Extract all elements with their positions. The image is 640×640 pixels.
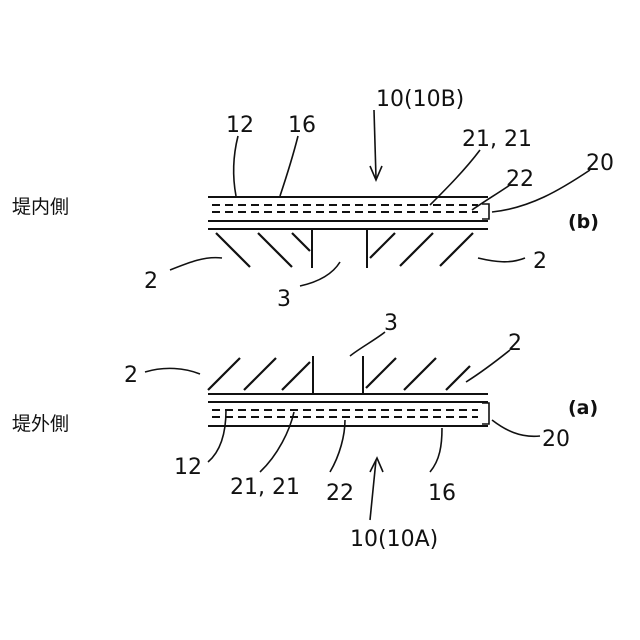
- label-10b: 10(10B): [376, 87, 464, 112]
- b-leader-3: [300, 262, 340, 286]
- a-arrow-10a-head: [370, 458, 383, 472]
- a-leader-16: [430, 428, 442, 472]
- figure-a: 3 2 2 堤外側 (a) 20 12 21, 21 22 16 10(10A): [12, 311, 598, 552]
- b-bracket-20: [482, 204, 489, 219]
- b-leader-12: [234, 136, 238, 196]
- a-leader-22: [330, 420, 345, 472]
- a-hatch: [446, 366, 470, 390]
- label-2-a-right: 2: [508, 331, 522, 356]
- b-leader-2-right: [478, 258, 525, 262]
- label-21-a: 21, 21: [230, 475, 300, 500]
- label-10a: 10(10A): [350, 527, 438, 552]
- a-hatch: [404, 358, 436, 390]
- label-12-b: 12: [226, 113, 254, 138]
- label-21-b: 21, 21: [462, 127, 532, 152]
- label-22-b: 22: [506, 167, 534, 192]
- b-hatch: [370, 233, 395, 258]
- label-20-a: 20: [542, 427, 570, 452]
- label-20-b: 20: [586, 151, 614, 176]
- label-inner-side: 堤内側: [12, 196, 69, 218]
- label-outer-side: 堤外側: [12, 413, 69, 435]
- label-16-b: 16: [288, 113, 316, 138]
- label-12-a: 12: [174, 455, 202, 480]
- a-bracket-20: [482, 403, 489, 424]
- label-3-a: 3: [384, 311, 398, 336]
- a-leader-2-right: [466, 350, 510, 382]
- b-leader-16: [280, 136, 298, 196]
- label-2-b-left: 2: [144, 269, 158, 294]
- b-hatch: [216, 233, 250, 267]
- label-sub-b: (b): [568, 211, 599, 233]
- b-hatch: [292, 233, 310, 251]
- label-2-b-right: 2: [533, 249, 547, 274]
- label-22-a: 22: [326, 481, 354, 506]
- a-hatch: [244, 358, 276, 390]
- label-16-a: 16: [428, 481, 456, 506]
- a-leader-2-left: [145, 368, 200, 374]
- a-hatch: [282, 362, 310, 390]
- label-2-a-left: 2: [124, 363, 138, 388]
- b-hatch: [258, 233, 292, 267]
- a-leader-3: [350, 332, 385, 356]
- label-3-b: 3: [277, 287, 291, 312]
- a-leader-21: [260, 412, 294, 472]
- a-leader-20: [492, 420, 540, 436]
- b-hatch: [400, 233, 433, 266]
- b-hatch: [440, 233, 473, 266]
- figure-b: 10(10B) 12 16 21, 21 22 20 2 2 3 堤内側 (b): [12, 87, 614, 312]
- a-hatch: [366, 358, 396, 388]
- label-sub-a: (a): [568, 397, 598, 419]
- a-hatch: [208, 358, 240, 390]
- b-arrow-10b-shaft: [374, 110, 376, 178]
- b-leader-2-left: [170, 258, 222, 270]
